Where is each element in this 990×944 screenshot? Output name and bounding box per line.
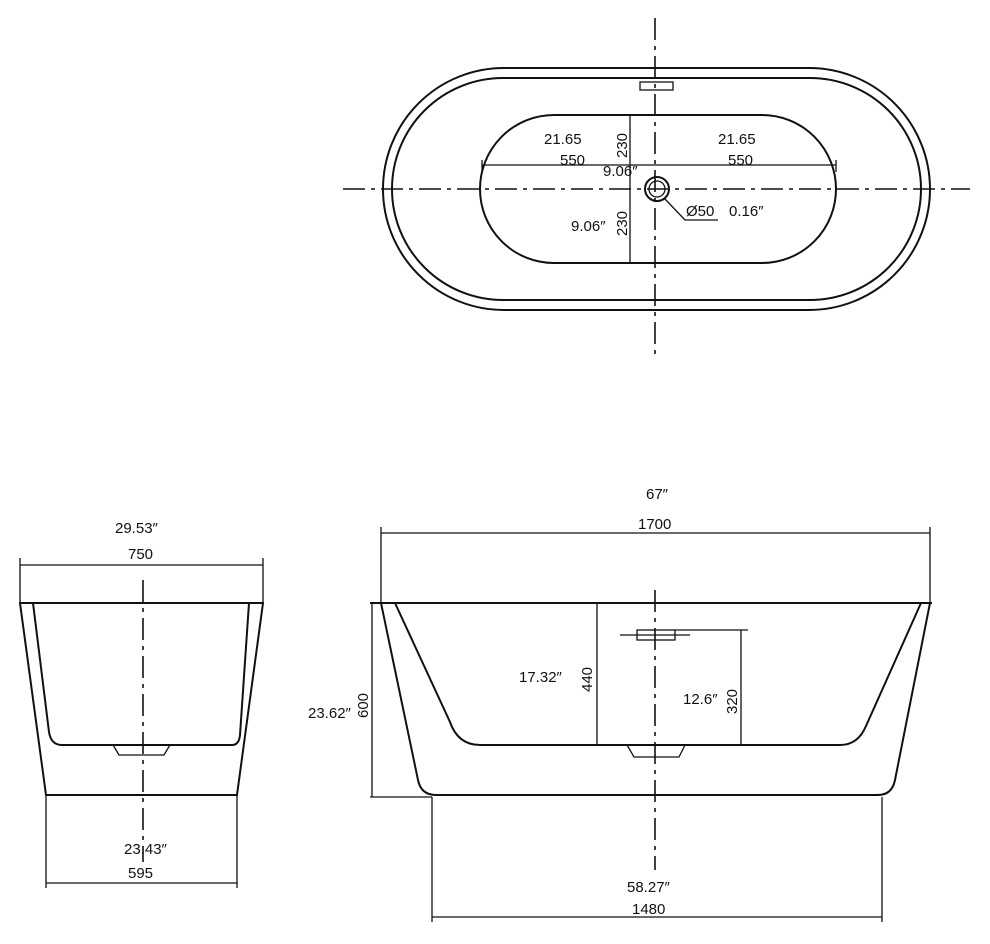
label-top-width-mm: 750 <box>128 546 153 563</box>
label-drain-dia-in: 0.16″ <box>729 203 764 220</box>
label-left-length-in: 21.65 <box>544 131 582 148</box>
end-drain <box>111 744 172 756</box>
label-lower-half-mm: 230 <box>614 211 631 236</box>
end-shell <box>18 602 265 796</box>
label-drain-dia-mm: Ø50 <box>686 203 714 220</box>
label-upper-half-in: 9.06″ <box>603 163 638 180</box>
drain-inner <box>648 180 666 198</box>
label-right-length-in: 21.65 <box>718 131 756 148</box>
end-view: 29.53″ 750 23.43″ 595 <box>18 520 265 888</box>
label-height-mm: 600 <box>355 693 372 718</box>
end-basin <box>32 602 250 746</box>
label-left-length-mm: 550 <box>560 152 585 169</box>
label-base-width-mm: 595 <box>128 865 153 882</box>
drain-outer <box>644 176 670 202</box>
overflow-outline <box>639 81 674 91</box>
outer-shell <box>380 602 931 796</box>
label-height-in: 23.62″ <box>308 705 352 722</box>
label-overflow-in: 12.6″ <box>683 691 718 708</box>
inner-basin <box>394 602 922 746</box>
label-base-length-mm: 1480 <box>632 901 665 918</box>
label-top-length-in: 67″ <box>646 486 669 503</box>
label-upper-half-mm: 230 <box>614 133 631 158</box>
top-view: 21.65 550 21.65 550 230 9.06″ 230 9.06″ … <box>343 18 970 360</box>
label-depth-in: 17.32″ <box>519 669 563 686</box>
basin-outline <box>479 114 837 264</box>
label-top-width-in: 29.53″ <box>115 520 159 537</box>
label-overflow-mm: 320 <box>724 689 741 714</box>
label-top-length-mm: 1700 <box>638 516 671 533</box>
drain-leader <box>663 197 718 221</box>
label-depth-mm: 440 <box>579 667 596 692</box>
label-base-length-in: 58.27″ <box>627 879 671 896</box>
label-lower-half-in: 9.06″ <box>571 218 606 235</box>
label-base-width-in: 23.43″ <box>124 841 168 858</box>
drain-fitting <box>625 744 687 758</box>
front-view: 67″ 1700 600 23.62″ 440 17.32″ 320 12.6″… <box>308 486 932 922</box>
label-right-length-mm: 550 <box>728 152 753 169</box>
